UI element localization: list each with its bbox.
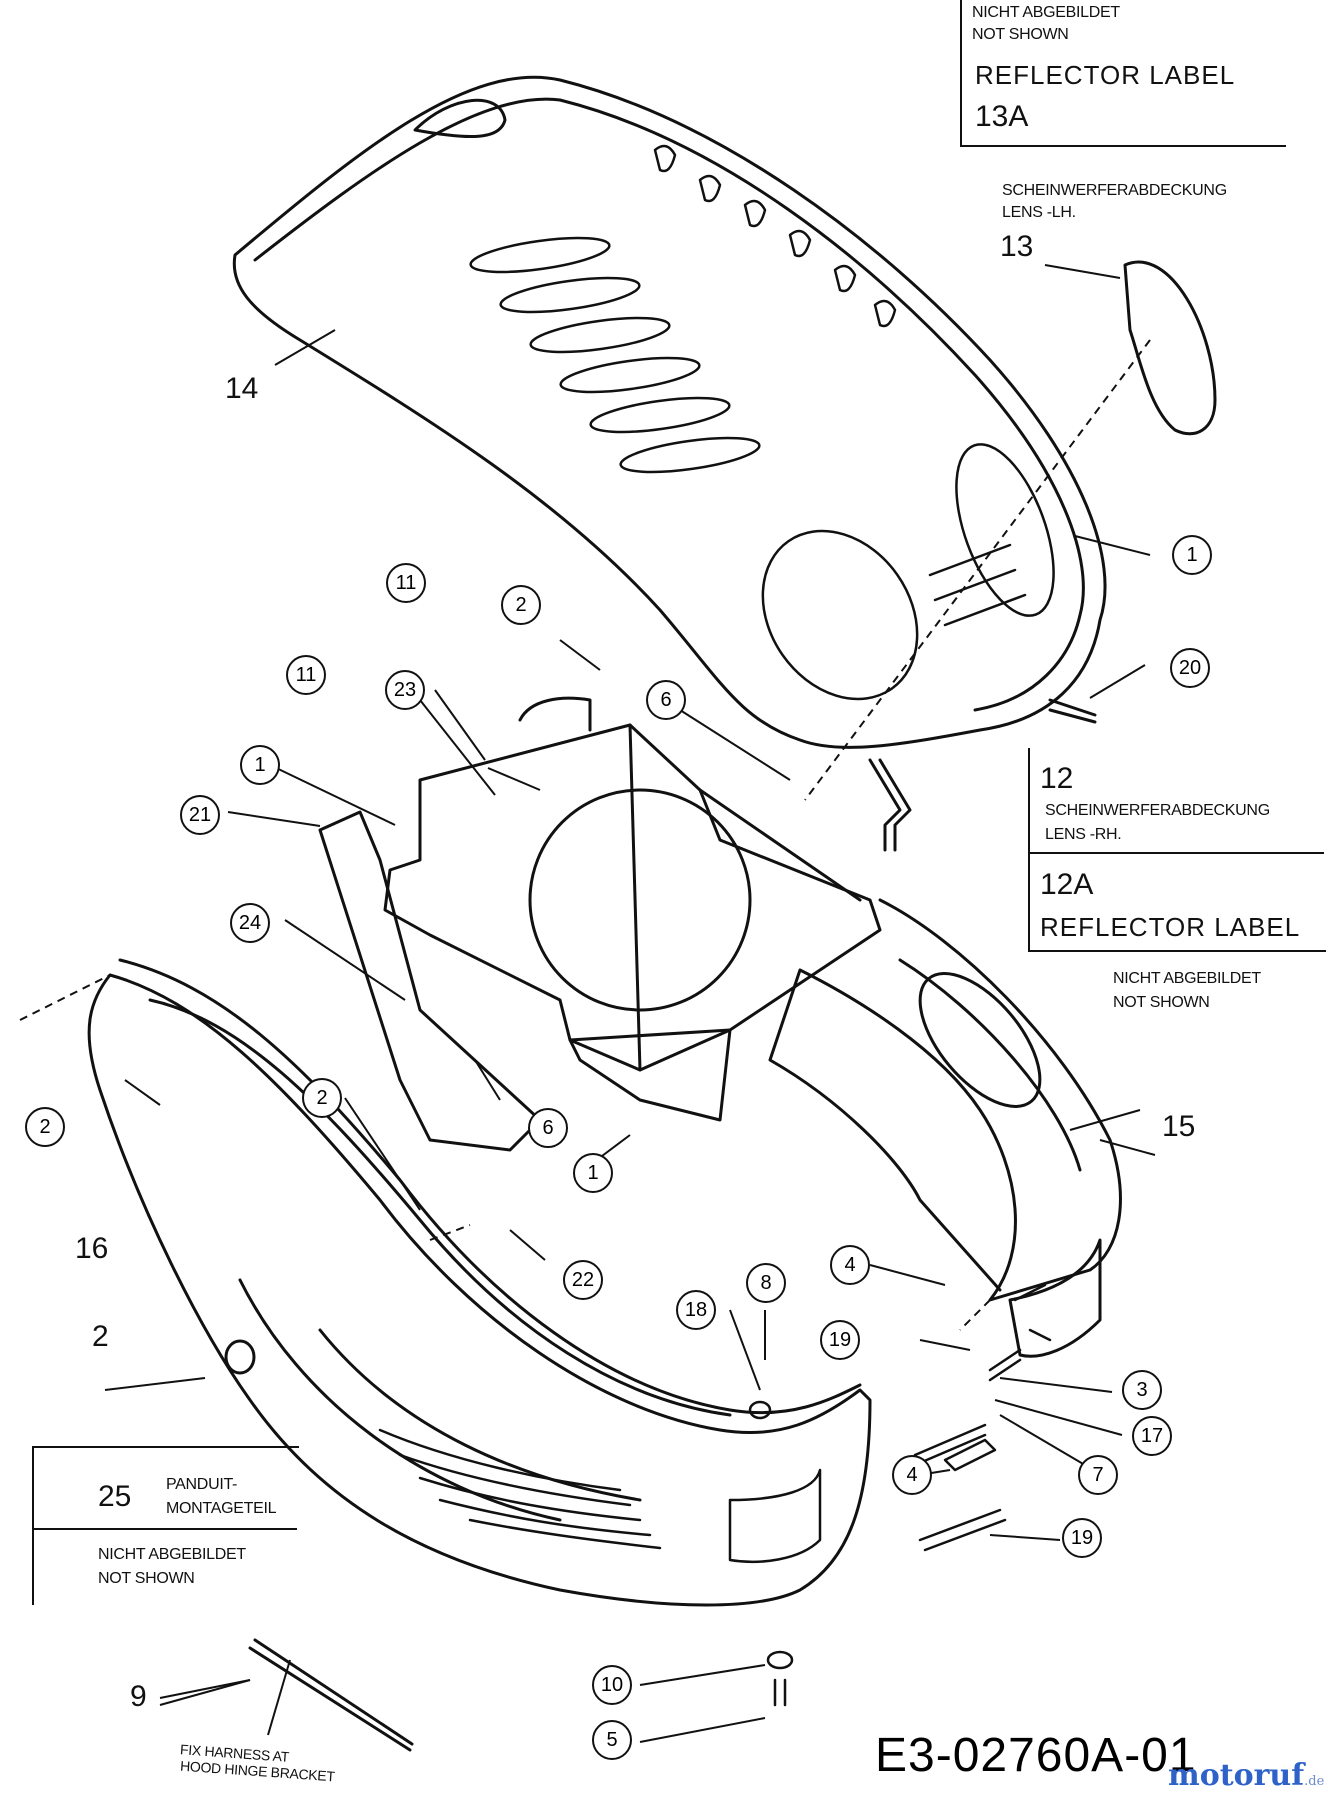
lens-lh-label-de: SCHEINWERFERABDECKUNG: [1002, 182, 1227, 199]
callout-4: 4: [830, 1245, 870, 1285]
note-12a-not-shown-en: NOT SHOWN: [1113, 994, 1210, 1011]
note-25-not-shown-de: NICHT ABGEBILDET: [98, 1546, 246, 1563]
callout-6: 6: [646, 680, 686, 720]
callout-2: 2: [25, 1107, 65, 1147]
hardware: [748, 1283, 1052, 1707]
hinge-rod: [868, 698, 1097, 852]
callout-20: 20: [1170, 648, 1210, 688]
callout-21: 21: [180, 795, 220, 835]
part-number-25: 25: [98, 1480, 132, 1513]
part-number-15: 15: [1162, 1110, 1196, 1143]
document-id: E3-02760A-01: [875, 1729, 1197, 1782]
hood-outline: [232, 75, 1107, 749]
lens-rh-label-de: SCHEINWERFERABDECKUNG: [1045, 802, 1270, 819]
note-box-13a: [960, 0, 1286, 147]
part-number-14: 14: [225, 372, 259, 405]
note-13a-not-shown-de: NICHT ABGEBILDET: [972, 4, 1120, 21]
assembly-lines: [19, 339, 1151, 1331]
callout-1: 1: [573, 1153, 613, 1193]
brand-tld: .de: [1304, 1774, 1325, 1789]
callout-19: 19: [820, 1320, 860, 1360]
callout-6: 6: [528, 1108, 568, 1148]
callout-2: 2: [302, 1078, 342, 1118]
callout-4: 4: [892, 1455, 932, 1495]
callout-1: 1: [240, 745, 280, 785]
note-13a-part: 13A: [975, 100, 1029, 133]
brand-name: motoruf: [1168, 1758, 1305, 1793]
note-box-25: [32, 1446, 299, 1605]
note-box-25-divider: [32, 1528, 297, 1530]
left-bracket: [318, 810, 542, 1152]
left-side-panel: [87, 958, 872, 1607]
callout-3: 3: [1122, 1370, 1162, 1410]
callout-10: 10: [592, 1665, 632, 1705]
note-box-12-divider: [1028, 852, 1324, 854]
part-number-16: 16: [75, 1232, 109, 1265]
lens-rh-label-en: LENS -RH.: [1045, 826, 1122, 843]
leader-lines: [104, 264, 1156, 1743]
right-side-panel: [768, 898, 1122, 1358]
callout-1: 1: [1172, 535, 1212, 575]
note-25-not-shown-en: NOT SHOWN: [98, 1570, 195, 1587]
lens-lh-label-en: LENS -LH.: [1002, 204, 1076, 221]
callout-23: 23: [385, 670, 425, 710]
panduit-label-2: MONTAGETEIL: [166, 1500, 277, 1517]
part-number-13: 13: [1000, 230, 1034, 263]
callout-24: 24: [230, 903, 270, 943]
part-number-12: 12: [1040, 762, 1074, 795]
callout-22: 22: [563, 1260, 603, 1300]
note-box-12: [1028, 748, 1326, 952]
harness-tie: [248, 1638, 414, 1752]
support-bracket: [383, 696, 882, 1122]
callout-19: 19: [1062, 1518, 1102, 1558]
panduit-label-1: PANDUIT-: [166, 1476, 238, 1493]
note-13a-not-shown-en: NOT SHOWN: [972, 26, 1069, 43]
part-number-9: 9: [130, 1680, 147, 1713]
callout-11: 11: [286, 655, 326, 695]
brand-watermark: motoruf.de: [1168, 1758, 1324, 1793]
lens-lh: [1123, 260, 1217, 436]
part-number-12a: 12A: [1040, 868, 1094, 901]
callout-17: 17: [1132, 1416, 1172, 1456]
note-12a-not-shown-de: NICHT ABGEBILDET: [1113, 970, 1261, 987]
note-12a-title: REFLECTOR LABEL: [1040, 912, 1301, 942]
left-grille: [378, 1428, 822, 1564]
hood-vents: [469, 144, 1055, 701]
callout-2: 2: [501, 585, 541, 625]
callout-18: 18: [676, 1290, 716, 1330]
note-13a-title: REFLECTOR LABEL: [975, 60, 1236, 90]
callout-8: 8: [746, 1263, 786, 1303]
callout-5: 5: [592, 1720, 632, 1760]
callout-11: 11: [386, 563, 426, 603]
callout-7: 7: [1078, 1455, 1118, 1495]
part-number-2-plain: 2: [92, 1320, 109, 1353]
